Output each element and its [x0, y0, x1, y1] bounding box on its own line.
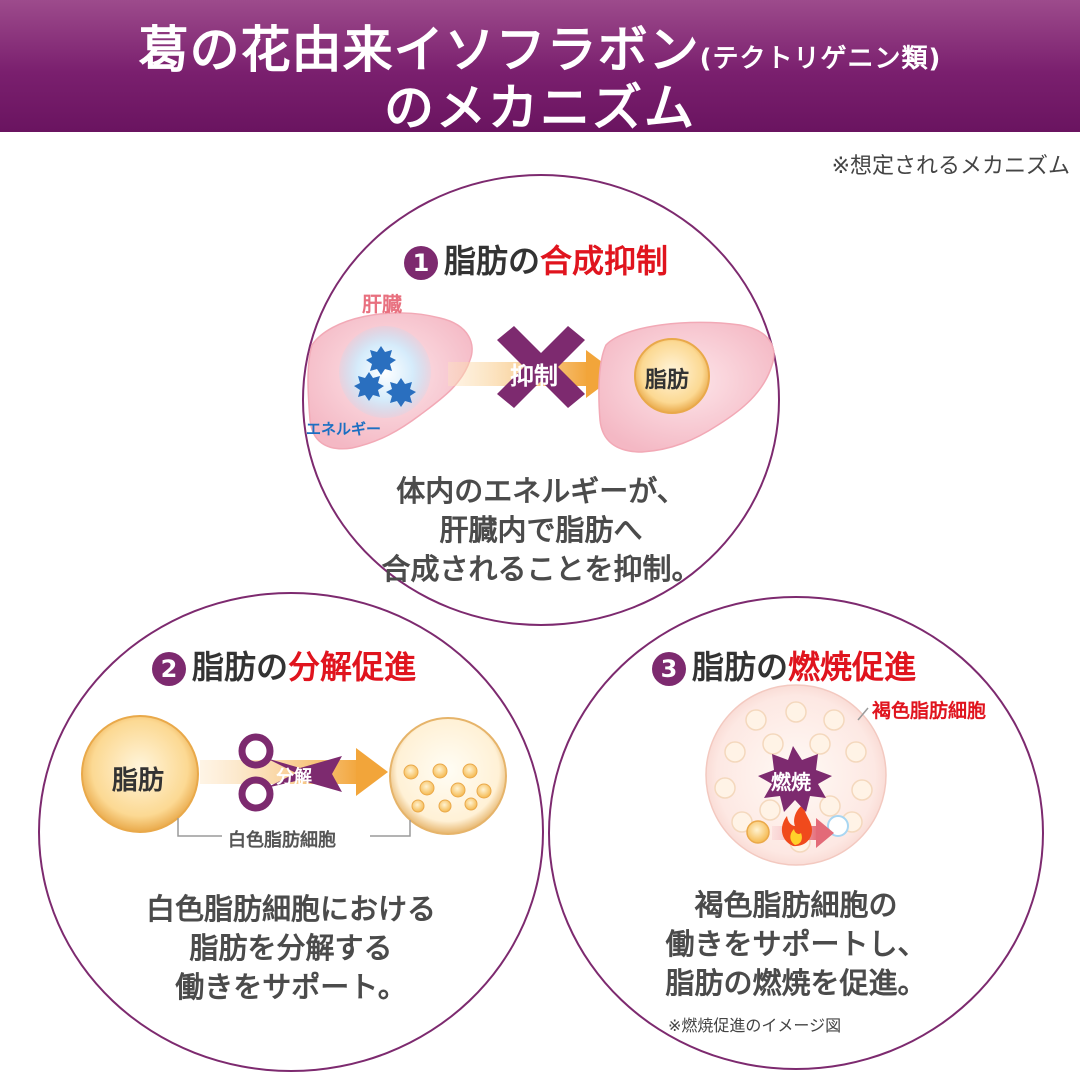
mechanism-1-desc-line2: 肝臓内で脂肪へ: [439, 513, 643, 547]
fat-label-liver: 脂肪: [645, 368, 690, 393]
energy-icon: [354, 346, 416, 407]
energy-label: エネルギー: [306, 420, 382, 438]
mechanism-3-number: 3: [652, 652, 686, 686]
mechanism-3-heading-accent: 燃焼促進: [788, 648, 917, 686]
fat-cell-left-illustration: [81, 715, 199, 833]
mechanism-2-desc-line1: 白色脂肪細胞における: [145, 892, 436, 926]
title-paren: (テクトリゲニン類): [699, 44, 942, 74]
mechanism-2-desc-line3: 働きをサポート。: [175, 970, 407, 1004]
mechanism-2-heading-accent: 分解促進: [288, 648, 417, 686]
burn-label: 燃焼: [771, 770, 811, 794]
white-fat-cell-label: 白色脂肪細胞: [228, 830, 336, 851]
header-banner: 葛の花由来イソフラボン(テクトリゲニン類) のメカニズム: [0, 0, 1080, 137]
mechanism-1-desc-line1: 体内のエネルギーが、: [396, 474, 686, 508]
mechanism-3-description: 褐色脂肪細胞の 働きをサポートし、 脂肪の燃焼を促進。: [548, 886, 1044, 1003]
inhibit-label: 抑制: [510, 362, 558, 390]
page-title-line2: のメカニズム: [384, 79, 696, 137]
mechanism-2-heading-prefix: 脂肪の: [192, 648, 289, 686]
burn-burst-icon: [758, 746, 832, 812]
mechanism-2-description: 白色脂肪細胞における 脂肪を分解する 働きをサポート。: [38, 890, 544, 1007]
mechanism-1-desc-line3: 合成されることを抑制。: [381, 552, 701, 586]
title-main: 葛の花由来イソフラボン: [138, 21, 700, 79]
fat-cell-right-illustration: [389, 717, 507, 835]
brown-fat-cell-leader: [857, 707, 869, 721]
flame-icon: [781, 804, 812, 847]
mechanism-3-heading-prefix: 脂肪の: [692, 648, 789, 686]
mechanism-2-number: 2: [152, 652, 186, 686]
page-title-line1: 葛の花由来イソフラボン(テクトリゲニン類): [0, 10, 1080, 82]
liver-right-illustration: [598, 321, 775, 453]
mechanism-3-desc-line2: 働きをサポートし、: [665, 927, 927, 961]
mechanism-1-heading-accent: 合成抑制: [540, 242, 669, 280]
white-fat-cell-bracket: [177, 818, 411, 837]
mechanism-1-description: 体内のエネルギーが、 肝臓内で脂肪へ 合成されることを抑制。: [302, 472, 780, 589]
liver-label: 肝臓: [362, 292, 402, 316]
mechanism-3-desc-line1: 褐色脂肪細胞の: [694, 888, 898, 922]
fat-label-cell: 脂肪: [112, 766, 165, 796]
note-assumed-mechanism: ※想定されるメカニズム: [831, 154, 1070, 179]
scissors-icon: [238, 733, 274, 812]
mechanism-1-heading-prefix: 脂肪の: [444, 242, 541, 280]
burn-image-note: ※燃焼促進のイメージ図: [668, 1016, 842, 1035]
inhibit-x-icon: [497, 326, 585, 408]
breakdown-label: 分解: [276, 767, 312, 788]
scissors-blade-icon: [266, 756, 342, 792]
mechanism-2-desc-line2: 脂肪を分解する: [189, 931, 393, 965]
mechanism-3-desc-line3: 脂肪の燃焼を促進。: [665, 966, 927, 1000]
mechanism-1-number: 1: [404, 246, 438, 280]
brown-fat-cell-label: 褐色脂肪細胞: [872, 700, 987, 722]
